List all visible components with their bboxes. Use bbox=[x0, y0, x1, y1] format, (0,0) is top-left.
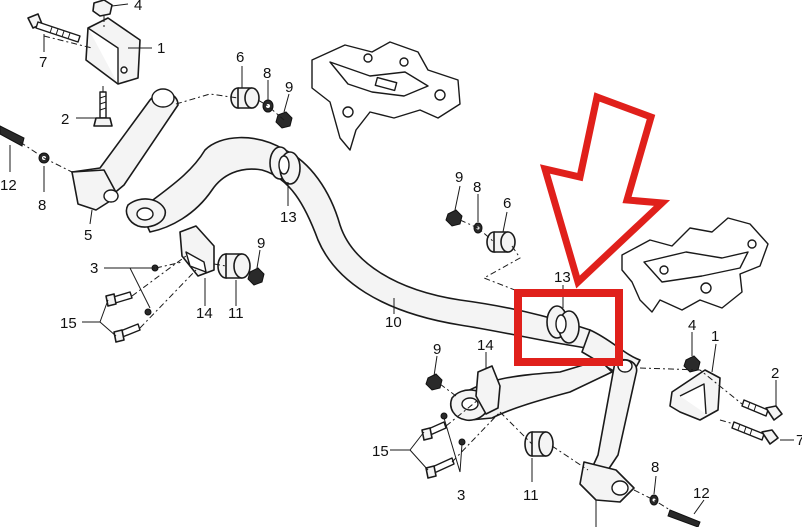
callout-9-top: 9 bbox=[285, 79, 293, 96]
callout-8-left: 8 bbox=[38, 197, 46, 214]
washers-3-left bbox=[144, 264, 159, 316]
washer-8-top bbox=[262, 99, 274, 113]
callout-14-bottom: 14 bbox=[477, 337, 494, 354]
callout-13-right: 13 bbox=[554, 269, 571, 286]
leader-lines bbox=[9, 3, 794, 527]
callout-labels: 4 1 7 2 6 8 9 12 8 5 13 9 8 6 3 9 15 14 … bbox=[0, 0, 802, 504]
callout-12-left: 12 bbox=[0, 177, 17, 194]
callout-5: 5 bbox=[84, 227, 92, 244]
red-arrow-icon bbox=[539, 92, 671, 289]
callout-7-right: 7 bbox=[796, 432, 802, 449]
callout-1-top: 1 bbox=[157, 40, 165, 57]
callout-8-top: 8 bbox=[263, 65, 271, 82]
callout-1-right: 1 bbox=[711, 328, 719, 345]
callout-4-top: 4 bbox=[134, 0, 142, 14]
bolt-2-right bbox=[741, 399, 783, 421]
bolt-12-left bbox=[0, 125, 25, 147]
callout-6-mid: 6 bbox=[503, 195, 511, 212]
callout-9-left: 9 bbox=[257, 235, 265, 252]
callout-7-top: 7 bbox=[39, 54, 47, 71]
nut-4-top bbox=[92, 0, 113, 17]
bracket-1-right bbox=[669, 369, 721, 421]
callout-9-mid: 9 bbox=[455, 169, 463, 186]
callout-13-top: 13 bbox=[280, 209, 297, 226]
washer-8-bottom bbox=[649, 494, 659, 506]
bolt-12-bottom bbox=[667, 509, 701, 527]
bolts-15-bottom bbox=[421, 421, 455, 479]
callout-11-left: 11 bbox=[228, 305, 244, 322]
bushing-11-left bbox=[217, 253, 251, 279]
nut-9-bottom bbox=[425, 373, 443, 391]
bushing-6-mid bbox=[486, 231, 516, 253]
nut-9-mid bbox=[445, 209, 463, 227]
bolts-15-left bbox=[105, 291, 141, 343]
assembly-lines bbox=[19, 16, 743, 511]
callout-9-bottom: 9 bbox=[433, 341, 441, 358]
callout-14-left: 14 bbox=[196, 305, 213, 322]
callout-2-right: 2 bbox=[771, 365, 779, 382]
left-link-assembly bbox=[71, 88, 179, 228]
callout-3-bottom: 3 bbox=[457, 487, 465, 504]
bushing-6-top bbox=[230, 87, 260, 109]
bolt-7-right bbox=[731, 421, 779, 445]
clamp-14-left bbox=[179, 225, 215, 277]
callout-11-bottom: 11 bbox=[523, 487, 539, 504]
callout-2-left: 2 bbox=[61, 111, 69, 128]
clamp-14-right bbox=[475, 365, 501, 415]
bolt-2-top bbox=[93, 91, 113, 127]
callout-3-left: 3 bbox=[90, 260, 98, 277]
callout-15-bottom: 15 bbox=[372, 443, 389, 460]
bushing-13-upper bbox=[269, 146, 301, 185]
callout-8-mid: 8 bbox=[473, 179, 481, 196]
bushing-13-lower bbox=[546, 305, 580, 344]
callout-4-right: 4 bbox=[688, 317, 696, 334]
bolt-7-top bbox=[27, 13, 81, 43]
bracket-1-upper bbox=[85, 17, 141, 85]
bushing-11-bottom bbox=[524, 431, 554, 457]
nut-9-left-mid bbox=[247, 267, 265, 286]
callout-12-bottom: 12 bbox=[693, 485, 710, 502]
callout-8-bottom: 8 bbox=[651, 459, 659, 476]
callout-10: 10 bbox=[385, 314, 402, 331]
callout-6-top: 6 bbox=[236, 49, 244, 66]
callout-15-left: 15 bbox=[60, 315, 77, 332]
subframe-right bbox=[621, 217, 769, 313]
highlight-box bbox=[514, 289, 623, 366]
subframe-top bbox=[311, 41, 461, 151]
